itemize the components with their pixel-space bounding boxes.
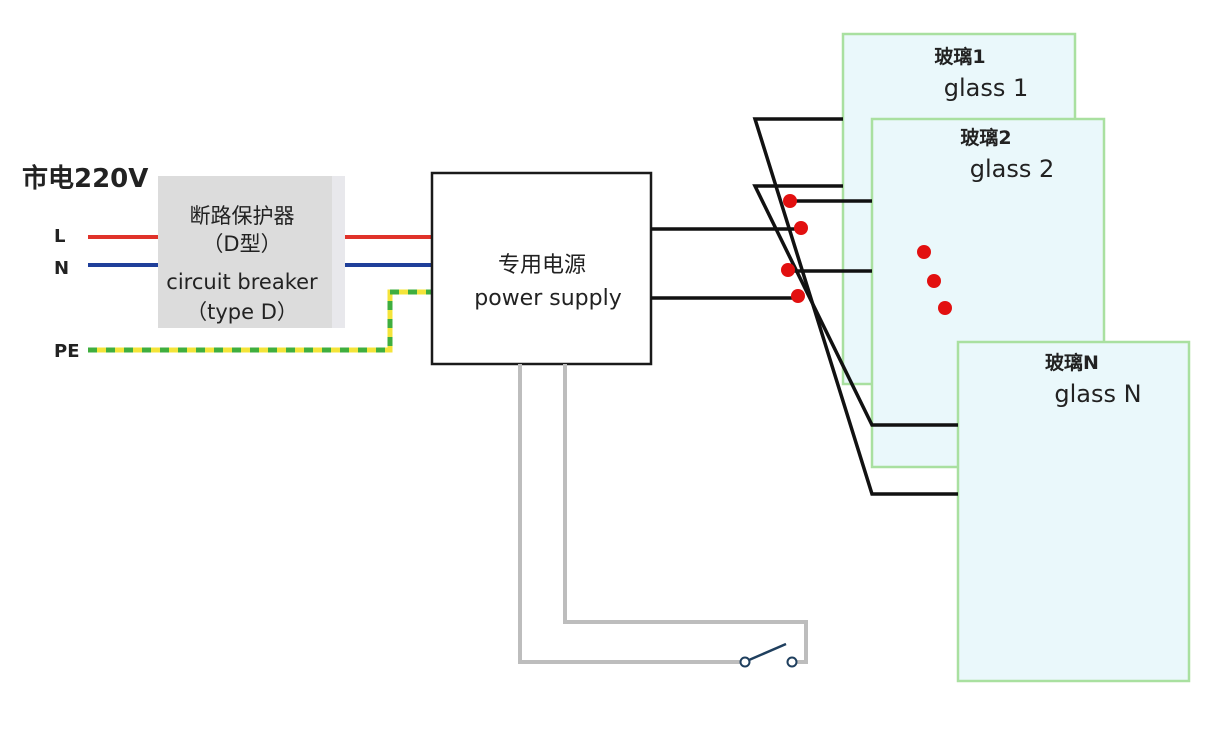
live-line-label: L <box>54 226 65 247</box>
power-supply-name-en: power supply <box>474 286 621 311</box>
junction-dot <box>783 194 797 208</box>
breaker-type-en: （type D） <box>186 300 298 324</box>
power-supply: 专用电源 power supply <box>430 171 653 366</box>
more-panels-ellipsis <box>917 245 952 315</box>
breaker-name-cn: 断路保护器 <box>190 204 295 228</box>
glass-2-label-cn: 玻璃2 <box>960 126 1011 149</box>
breaker-type-cn: （D型） <box>202 232 281 256</box>
earth-line-label: PE <box>54 341 80 362</box>
power-supply-name-cn: 专用电源 <box>498 253 586 278</box>
switch-circuit <box>518 364 808 668</box>
junction-dot <box>781 263 795 277</box>
glass-n-label-cn: 玻璃N <box>1045 351 1099 374</box>
output-wiring <box>651 117 958 496</box>
glass-panel-n: 玻璃N glass N <box>956 340 1191 683</box>
mains-label: 市电220V <box>22 163 148 194</box>
junction-dot <box>791 289 805 303</box>
glass-2-label-en: glass 2 <box>970 155 1055 183</box>
junction-dots <box>781 194 808 303</box>
glass-n-label-en: glass N <box>1054 380 1141 408</box>
breaker-name-en: circuit breaker <box>166 270 318 294</box>
glass-1-label-en: glass 1 <box>944 74 1029 102</box>
earth-wire <box>88 289 432 353</box>
glass-1-label-cn: 玻璃1 <box>934 45 985 68</box>
junction-dot <box>794 221 808 235</box>
neutral-line-label: N <box>54 258 69 279</box>
switch-icon <box>739 642 798 668</box>
circuit-breaker: 断路保护器 （D型） circuit breaker （type D） <box>158 176 345 328</box>
